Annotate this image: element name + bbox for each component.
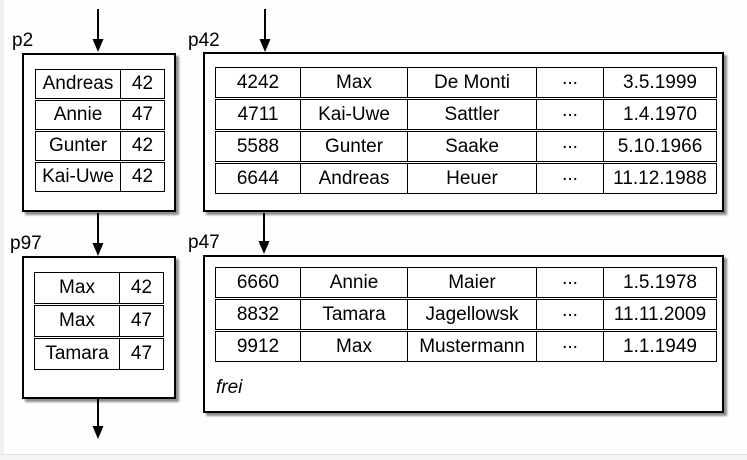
data-table-p42: 4242 Max De Monti ... 3.5.1999 4711 Kai-…	[215, 67, 717, 194]
cell-firstname: Annie	[300, 268, 407, 297]
cell-name: Kai-Uwe	[42, 166, 114, 187]
cell-page-ref: 42	[120, 132, 164, 160]
cell-lastname: Heuer	[407, 164, 536, 193]
cell-id: 6660	[236, 271, 280, 293]
table-row: 4242 Max De Monti ... 3.5.1999	[215, 67, 717, 98]
cell-id: 6644	[236, 167, 280, 189]
page-label-p97: p97	[10, 233, 42, 254]
cell-ellipsis: ...	[536, 68, 603, 97]
cell-firstname: Max	[300, 68, 407, 97]
cell-page-ref: 47	[119, 339, 163, 369]
cell-name: Max	[59, 277, 95, 298]
cell-id: 4711	[237, 103, 279, 125]
cell-birthdate: 1.4.1970	[603, 100, 716, 129]
cell-lastname: Mustermann	[407, 332, 536, 361]
cell-id: 4242	[236, 71, 280, 93]
arrow-into-p2	[92, 9, 104, 52]
cell-lastname: Saake	[407, 132, 536, 161]
free-space-label: frei	[216, 377, 243, 398]
table-row: 9912 Max Mustermann ... 1.1.1949	[215, 331, 717, 362]
bottom-margin-strip	[0, 454, 747, 460]
cell-name: Max	[59, 310, 95, 331]
cell-firstname: Gunter	[300, 132, 407, 161]
arrow-into-p42	[259, 9, 271, 52]
cell-id: 9912	[236, 335, 280, 357]
cell-page-ref: 47	[119, 306, 163, 336]
page-box-p47: 6660 Annie Maier ... 1.5.1978 8832 Tamar…	[203, 255, 724, 413]
table-row: Tamara 47	[34, 338, 164, 370]
arrow-p42-to-p47	[258, 213, 270, 254]
cell-id: 8832	[236, 303, 280, 325]
data-table-p47: 6660 Annie Maier ... 1.5.1978 8832 Tamar…	[215, 267, 717, 362]
table-row: Max 42	[34, 272, 164, 304]
cell-firstname: Max	[300, 332, 407, 361]
cell-firstname: Andreas	[300, 164, 407, 193]
page-label-p2: p2	[12, 30, 34, 51]
cell-page-ref: 47	[120, 101, 164, 129]
cell-firstname: Kai-Uwe	[300, 100, 407, 129]
index-table-p2: Andreas 42 Annie 47 Gunter 42 Kai-Uwe 42	[35, 69, 165, 192]
page-label-p42: p42	[188, 30, 220, 51]
table-row: 6644 Andreas Heuer ... 11.12.1988	[215, 163, 717, 194]
cell-name: Tamara	[45, 343, 109, 364]
page-label-p47: p47	[188, 232, 220, 253]
cell-birthdate: 3.5.1999	[603, 68, 716, 97]
cell-birthdate: 1.1.1949	[603, 332, 716, 361]
cell-page-ref: 42	[120, 163, 164, 191]
cell-lastname: Sattler	[407, 100, 536, 129]
page-box-p2: Andreas 42 Annie 47 Gunter 42 Kai-Uwe 42	[22, 53, 176, 212]
page-box-p97: Max 42 Max 47 Tamara 47	[22, 256, 176, 399]
cell-name: Annie	[53, 104, 103, 125]
cell-name: Andreas	[42, 73, 114, 94]
table-row: 4711 Kai-Uwe Sattler ... 1.4.1970	[215, 99, 717, 130]
index-table-p97: Max 42 Max 47 Tamara 47	[34, 272, 164, 370]
cell-name: Gunter	[48, 135, 108, 156]
arrow-out-of-p97	[92, 399, 104, 439]
cell-birthdate: 11.11.2009	[603, 300, 716, 329]
cell-ellipsis: ...	[536, 132, 603, 161]
cell-ellipsis: ...	[536, 100, 603, 129]
table-row: 6660 Annie Maier ... 1.5.1978	[215, 267, 717, 298]
cell-ellipsis: ...	[536, 164, 603, 193]
cell-ellipsis: ...	[536, 332, 603, 361]
cell-ellipsis: ...	[536, 300, 603, 329]
cell-birthdate: 11.12.1988	[603, 164, 716, 193]
table-row: Max 47	[34, 305, 164, 337]
cell-page-ref: 42	[120, 70, 164, 98]
cell-ellipsis: ...	[536, 268, 603, 297]
table-row: Kai-Uwe 42	[35, 162, 165, 192]
cell-lastname: Jagellowsk	[407, 300, 536, 329]
cell-page-ref: 42	[119, 273, 163, 303]
table-row: Gunter 42	[35, 131, 165, 161]
table-row: Annie 47	[35, 100, 165, 130]
cell-birthdate: 5.10.1966	[603, 132, 716, 161]
arrow-p2-to-p97	[92, 213, 104, 256]
table-row: 8832 Tamara Jagellowsk ... 11.11.2009	[215, 299, 717, 330]
cell-lastname: Maier	[407, 268, 536, 297]
cell-firstname: Tamara	[300, 300, 407, 329]
table-row: Andreas 42	[35, 69, 165, 99]
table-row: 5588 Gunter Saake ... 5.10.1966	[215, 131, 717, 162]
cell-birthdate: 1.5.1978	[603, 268, 716, 297]
cell-id: 5588	[236, 135, 280, 157]
cell-lastname: De Monti	[407, 68, 536, 97]
left-margin-strip	[0, 0, 4, 460]
page-box-p42: 4242 Max De Monti ... 3.5.1999 4711 Kai-…	[203, 52, 724, 212]
